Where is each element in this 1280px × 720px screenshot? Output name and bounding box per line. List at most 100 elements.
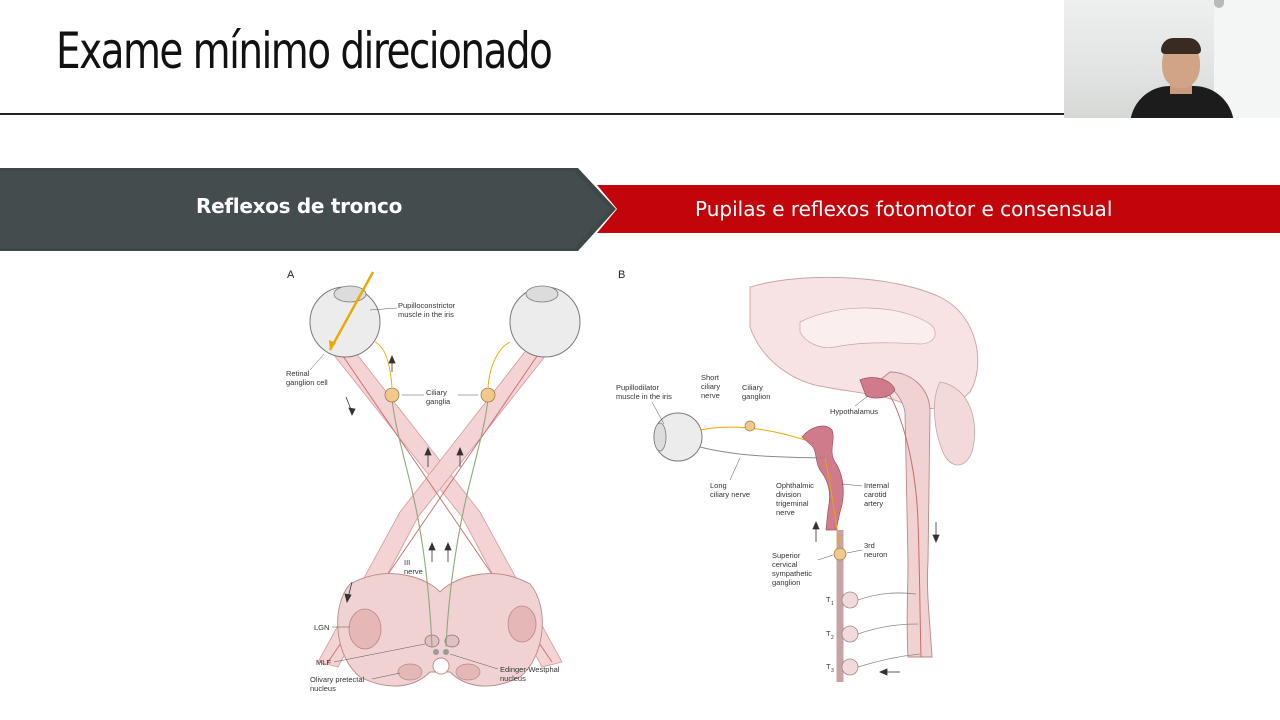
label-long-2: ciliary nerve (710, 490, 750, 499)
label-t2-sub: 2 (831, 635, 834, 641)
label-lgn: LGN (314, 623, 329, 632)
panel-b-letter: B (618, 269, 625, 281)
leader-mlf (333, 643, 426, 663)
label-long-1: Long (710, 481, 727, 490)
title-divider (0, 113, 1064, 115)
label-sup-1: Superior (772, 551, 801, 560)
banner-right-label: Pupilas e reflexos fotomotor e consensua… (695, 197, 1113, 221)
light-ray-arrowhead (329, 340, 336, 350)
anatomy-diagram: A (286, 269, 979, 693)
midbrain (337, 573, 543, 687)
label-ciliary-2: ganglia (426, 397, 451, 406)
label-pupilloconstrictor-2: muscle in the iris (398, 310, 454, 319)
cerebellum (934, 381, 976, 466)
ew-nucleus-right (443, 649, 449, 655)
ganglion-t2 (841, 625, 859, 643)
leader-sup (817, 554, 834, 561)
label-ophth-1: Ophthalmic (776, 481, 814, 490)
iii-nerve-right (445, 393, 489, 648)
hypothalamus (859, 377, 896, 399)
label-iii-2: nerve (404, 567, 423, 576)
label-mlf: MLF (316, 658, 331, 667)
panel-b: B Pupillodil (616, 269, 979, 682)
long-ciliary-nerve (699, 446, 826, 459)
leader-edinger (449, 653, 499, 670)
label-ophth-4: nerve (776, 508, 795, 517)
banner-left-label: Reflexos de tronco (196, 194, 403, 218)
lgn-left (348, 608, 382, 650)
label-cil-ganglion-2: ganglion (742, 392, 770, 401)
label-iii-1: III (404, 558, 410, 567)
ew-nucleus-left (433, 649, 439, 655)
leader-long (729, 457, 741, 481)
lens-b (653, 422, 667, 452)
brainstem-spinal-cord (879, 371, 933, 658)
corpus-callosum (799, 307, 936, 348)
leader-retinal (309, 353, 325, 371)
ciliary-ganglion-right (480, 387, 496, 403)
label-pupillodilator-2: muscle in the iris (616, 392, 672, 401)
webcam-video (1064, 0, 1280, 118)
leader-pupilloconstrictor (369, 307, 398, 311)
aqueduct (432, 657, 450, 675)
panel-b-arrows (812, 520, 940, 676)
ganglion-t3 (841, 658, 859, 676)
label-ciliary-1: Ciliary (426, 388, 447, 397)
leader-hypothalamus (854, 395, 869, 407)
label-carotid-3: artery (864, 499, 883, 508)
ciliary-ganglion-b (744, 420, 756, 432)
postganglionic-right (487, 341, 511, 388)
label-sup-2: cervical (772, 560, 798, 569)
pretectal-right (455, 663, 481, 681)
label-short-1: Short (701, 373, 720, 382)
label-t2: T (826, 629, 831, 638)
label-pupillodilator-1: Pupillodilator (616, 383, 659, 392)
label-pupilloconstrictor-1: Pupilloconstrictor (398, 301, 456, 310)
postganglionic-left (374, 341, 393, 388)
label-ophth-3: trigeminal (776, 499, 809, 508)
presenter-hair (1161, 38, 1201, 54)
label-edinger-2: nucleus (500, 674, 526, 683)
label-t3: T (826, 662, 831, 671)
label-retinal-1: Retinal (286, 369, 310, 378)
ramus-t2 (857, 623, 919, 635)
label-3rd-1: 3rd (864, 541, 875, 550)
label-hypothalamus: Hypothalamus (830, 407, 878, 416)
webcam-lamp (1214, 0, 1224, 8)
lgn-right (507, 605, 537, 643)
label-cil-ganglion-1: Ciliary (742, 383, 763, 392)
ramus-t3 (857, 653, 921, 668)
leader-carotid (841, 483, 863, 487)
panel-a-letter: A (287, 269, 295, 281)
label-sup-4: ganglion (772, 578, 800, 587)
banner-red-right (597, 185, 1280, 233)
label-3rd-2: neuron (864, 550, 887, 559)
ramus-t1 (857, 592, 917, 601)
label-ophth-2: division (776, 490, 801, 499)
label-sup-3: sympathetic (772, 569, 812, 578)
ciliary-ganglion-left (384, 387, 400, 403)
label-olivary-1: Olivary pretectal (310, 675, 365, 684)
internal-carotid-artery (801, 425, 844, 531)
slide-title: Exame mínimo direcionado (56, 22, 553, 80)
label-t1: T (826, 595, 831, 604)
leader-pupillodilator (651, 401, 665, 425)
label-carotid-1: Internal (864, 481, 889, 490)
pupillary-reflex-figure: A (280, 262, 1000, 712)
webcam-wall (1214, 0, 1280, 118)
descending-sympathetic-fiber (879, 381, 922, 658)
label-short-3: nerve (701, 391, 720, 400)
panel-a: A (286, 269, 581, 693)
light-ray (328, 271, 375, 351)
short-ciliary-nerve (699, 426, 806, 441)
ganglion-t1 (841, 591, 859, 609)
label-edinger-1: Edinger-Westphal (500, 665, 560, 674)
lens-right (525, 285, 559, 303)
pretectal-left (397, 663, 423, 681)
leader-3rd (846, 549, 863, 554)
direction-arrows (344, 354, 464, 604)
label-carotid-2: carotid (864, 490, 887, 499)
banner-arrow-left (0, 168, 616, 251)
nucleus-2 (444, 634, 460, 648)
label-short-2: ciliary (701, 382, 720, 391)
